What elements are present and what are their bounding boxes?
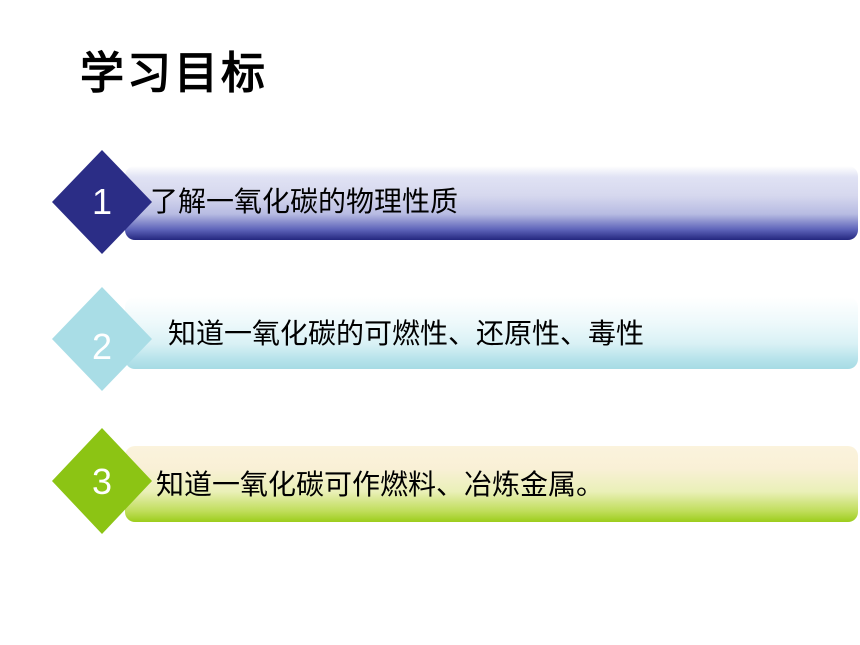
objective-number-3: 3 bbox=[91, 461, 113, 502]
objective-number-1: 1 bbox=[91, 181, 113, 222]
diamond-shape-2 bbox=[52, 287, 152, 391]
objective-bar-3 bbox=[125, 446, 858, 522]
objective-badge-1: 1 bbox=[52, 150, 152, 254]
objective-bar-1 bbox=[125, 166, 858, 240]
objective-badge-3: 3 bbox=[52, 428, 152, 534]
objective-number-2: 2 bbox=[91, 326, 113, 367]
page-title: 学习目标 bbox=[80, 48, 268, 99]
diamond-shape-3 bbox=[52, 428, 152, 534]
objective-badge-2: 2 bbox=[52, 287, 152, 391]
diamond-shape-1 bbox=[52, 150, 152, 254]
objective-text-1: 了解一氧化碳的物理性质 bbox=[150, 185, 459, 218]
objective-text-3: 知道一氧化碳可作燃料、冶炼金属。 bbox=[156, 468, 605, 501]
objective-text-2: 知道一氧化碳的可燃性、还原性、毒性 bbox=[168, 317, 645, 350]
objective-bar-2 bbox=[125, 297, 858, 369]
